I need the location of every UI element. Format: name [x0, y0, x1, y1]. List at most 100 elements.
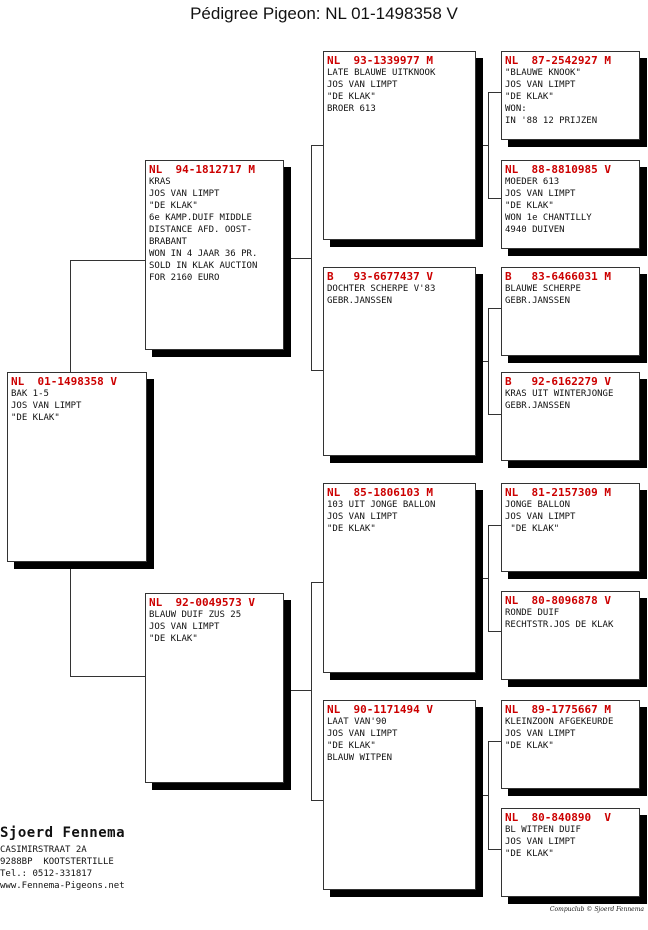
pigeon-card-dam-sire-sire: NL 81-2157309 M JONGE BALLON JOS VAN LIM… [501, 483, 640, 572]
card-line: "DE KLAK" [505, 92, 554, 102]
pigeon-card-dam-dam-sire: NL 89-1775667 M KLEINZOON AFGEKEURDE JOS… [501, 700, 640, 789]
ring-number: NL 01-1498358 V [11, 375, 117, 388]
breeder-phone: Tel.: 0512-331817 [0, 869, 93, 879]
card-line: JOS VAN LIMPT [327, 80, 398, 90]
credit-text: Compuclub © Sjoerd Fennema [549, 906, 644, 913]
card-line: BAK 1-5 [11, 389, 49, 399]
connector-line [311, 145, 323, 146]
card-line: 6e KAMP.DUIF MIDDLE [149, 213, 252, 223]
connector-line [311, 145, 312, 370]
page-title: Pédigree Pigeon: NL 01-1498358 V [190, 4, 458, 23]
card-line: LATE BLAUWE UITKNOOK [327, 68, 436, 78]
card-line: JONGE BALLON [505, 500, 571, 510]
ring-number: B 83-6466031 M [505, 270, 611, 283]
connector-line [311, 582, 312, 800]
card-line: FOR 2160 EURO [149, 273, 220, 283]
connector-line [476, 361, 488, 362]
connector-line [488, 631, 501, 632]
connector-line [476, 145, 488, 146]
card-line: JOS VAN LIMPT [327, 729, 398, 739]
card-line: JOS VAN LIMPT [149, 622, 220, 632]
ring-number: NL 89-1775667 M [505, 703, 611, 716]
card-line: KRAS UIT WINTERJONGE [505, 389, 614, 399]
connector-line [70, 260, 146, 261]
card-line: BL WITPEN DUIF [505, 825, 581, 835]
pigeon-card-sire-dam-dam: B 92-6162279 V KRAS UIT WINTERJONGE GEBR… [501, 372, 640, 461]
ring-number: NL 80-8096878 V [505, 594, 611, 607]
breeder-website[interactable]: www.Fennema-Pigeons.net [0, 881, 125, 891]
card-line: SOLD IN KLAK AUCTION [149, 261, 258, 271]
connector-line [488, 198, 501, 199]
pigeon-card-dam-sire: NL 85-1806103 M 103 UIT JONGE BALLON JOS… [323, 483, 476, 673]
card-line: "DE KLAK" [505, 201, 554, 211]
card-line: MOEDER 613 [505, 177, 560, 187]
connector-line [284, 690, 311, 691]
ring-number: NL 81-2157309 M [505, 486, 611, 499]
pigeon-card-dam-dam: NL 90-1171494 V LAAT VAN'90 JOS VAN LIMP… [323, 700, 476, 890]
connector-line [311, 370, 323, 371]
card-line: "DE KLAK" [149, 201, 198, 211]
connector-line [70, 676, 146, 677]
pigeon-card-subject: NL 01-1498358 V BAK 1-5 JOS VAN LIMPT "D… [7, 372, 147, 562]
card-line: BRABANT [149, 237, 187, 247]
card-line: BLAUW DUIF ZUS 25 [149, 610, 242, 620]
card-line: GEBR.JANSSEN [505, 401, 571, 411]
breeder-address: CASIMIRSTRAAT 2A [0, 845, 87, 855]
pigeon-card-sire-dam-sire: B 83-6466031 M BLAUWE SCHERPE GEBR.JANSS… [501, 267, 640, 356]
pigeon-card-sire-sire: NL 93-1339977 M LATE BLAUWE UITKNOOK JOS… [323, 51, 476, 240]
connector-line [488, 308, 489, 414]
card-line: "DE KLAK" [149, 634, 198, 644]
pigeon-card-sire-sire-dam: NL 88-8810985 V MOEDER 613 JOS VAN LIMPT… [501, 160, 640, 249]
pigeon-card-sire-dam: B 93-6677437 V DOCHTER SCHERPE V'83 GEBR… [323, 267, 476, 456]
card-line: KLEINZOON AFGEKEURDE [505, 717, 614, 727]
card-line: WON IN 4 JAAR 36 PR. [149, 249, 258, 259]
connector-line [488, 414, 501, 415]
card-line: GEBR.JANSSEN [505, 296, 571, 306]
connector-line [488, 741, 501, 742]
breeder-name: Sjoerd Fennema [0, 825, 126, 841]
ring-number: B 92-6162279 V [505, 375, 611, 388]
card-line: "DE KLAK" [505, 741, 554, 751]
card-line: KRAS [149, 177, 171, 187]
connector-line [311, 800, 323, 801]
pigeon-card-sire-sire-sire: NL 87-2542927 M "BLAUWE KNOOK" JOS VAN L… [501, 51, 640, 140]
ring-number: NL 80-840890 V [505, 811, 611, 824]
card-line: BLAUW WITPEN [327, 753, 393, 763]
card-line: "DE KLAK" [505, 524, 560, 534]
card-line: JOS VAN LIMPT [327, 512, 398, 522]
connector-line [488, 525, 489, 631]
pigeon-card-dam: NL 92-0049573 V BLAUW DUIF ZUS 25 JOS VA… [145, 593, 284, 783]
card-line: JOS VAN LIMPT [505, 80, 576, 90]
ring-number: NL 85-1806103 M [327, 486, 433, 499]
card-line: JOS VAN LIMPT [505, 729, 576, 739]
connector-line [488, 741, 489, 849]
card-line: LAAT VAN'90 [327, 717, 387, 727]
card-line: DOCHTER SCHERPE V'83 [327, 284, 436, 294]
breeder-info: Sjoerd Fennema CASIMIRSTRAAT 2A 9288BP K… [0, 825, 125, 892]
connector-line [70, 260, 71, 372]
card-line: JOS VAN LIMPT [11, 401, 82, 411]
connector-line [488, 92, 489, 198]
card-line: WON: [505, 104, 527, 114]
ring-number: NL 88-8810985 V [505, 163, 611, 176]
card-line: JOS VAN LIMPT [505, 512, 576, 522]
card-line: DISTANCE AFD. OOST- [149, 225, 252, 235]
card-line: "DE KLAK" [327, 92, 376, 102]
pigeon-card-dam-sire-dam: NL 80-8096878 V RONDE DUIF RECHTSTR.JOS … [501, 591, 640, 680]
ring-number: B 93-6677437 V [327, 270, 433, 283]
connector-line [70, 562, 71, 676]
connector-line [476, 578, 488, 579]
breeder-city: 9288BP KOOTSTERTILLE [0, 857, 114, 867]
ring-number: NL 92-0049573 V [149, 596, 255, 609]
pigeon-card-dam-dam-dam: NL 80-840890 V BL WITPEN DUIF JOS VAN LI… [501, 808, 640, 897]
ring-number: NL 94-1812717 M [149, 163, 255, 176]
card-line: JOS VAN LIMPT [149, 189, 220, 199]
card-line: "DE KLAK" [11, 413, 60, 423]
card-line: "DE KLAK" [327, 524, 376, 534]
card-line: "BLAUWE KNOOK" [505, 68, 581, 78]
card-line: RECHTSTR.JOS DE KLAK [505, 620, 614, 630]
ring-number: NL 87-2542927 M [505, 54, 611, 67]
ring-number: NL 93-1339977 M [327, 54, 433, 67]
card-line: 4940 DUIVEN [505, 225, 565, 235]
card-line: "DE KLAK" [327, 741, 376, 751]
